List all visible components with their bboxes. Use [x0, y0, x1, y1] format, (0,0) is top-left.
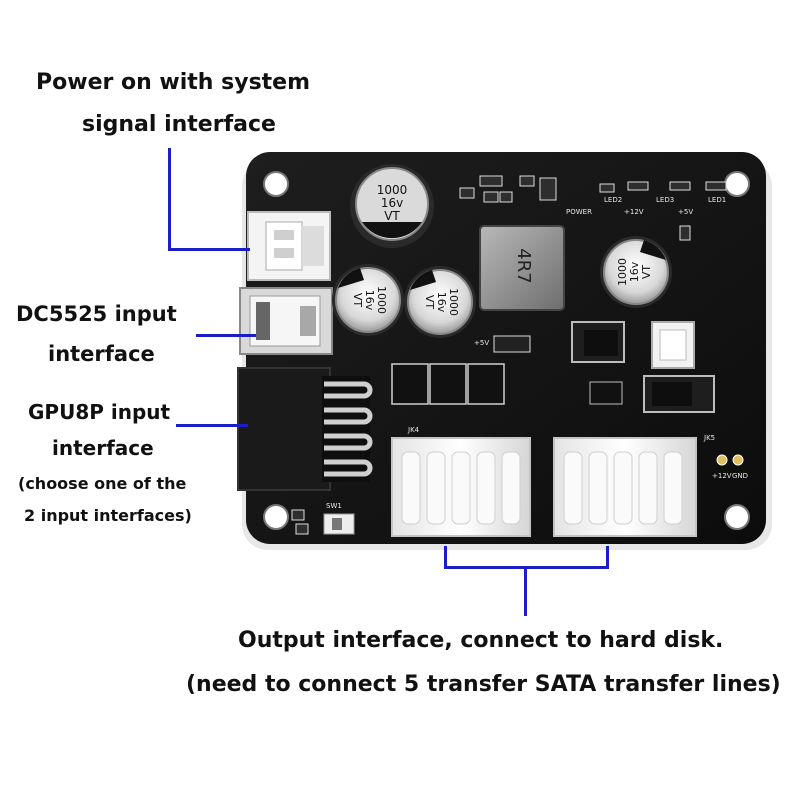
svg-text:SW1: SW1	[326, 502, 342, 510]
output-connector-jk5: JK5	[553, 434, 715, 537]
capacitor-left: 1000 16v VT	[332, 264, 404, 336]
mounting-holes	[263, 171, 750, 530]
capacitor-middle: 1000 16v VT	[404, 266, 476, 338]
leader-dc5525	[196, 334, 256, 337]
svg-text:LED2: LED2	[604, 196, 622, 204]
leader-power-signal-horizontal	[168, 248, 250, 251]
silkscreen-top: POWER +12V +5V LED1 LED2 LED3	[566, 196, 726, 216]
label-output-line2: (need to connect 5 transfer SATA transfe…	[186, 672, 781, 697]
svg-text:VT: VT	[351, 293, 364, 308]
mosfet-ec4	[571, 321, 625, 363]
label-gpu8p-line1: GPU8P input	[28, 400, 171, 424]
signal-connector-jk3	[247, 211, 331, 281]
smd-components-top	[459, 175, 727, 241]
svg-text:LED1: LED1	[708, 196, 726, 204]
svg-text:+12V: +12V	[624, 208, 644, 216]
leader-output-stem	[524, 566, 527, 616]
svg-text:16v: 16v	[363, 290, 376, 311]
svg-text:VT: VT	[384, 209, 400, 223]
svg-text:1000: 1000	[447, 288, 460, 316]
svg-text:+5V: +5V	[678, 208, 693, 216]
output-connector-jk4: JK4	[391, 426, 531, 537]
label-choose-line2: 2 input interfaces)	[24, 506, 192, 525]
svg-text:VT: VT	[423, 295, 436, 310]
capacitor-right: 1000 16v VT	[600, 236, 672, 308]
label-gpu8p-line2: interface	[52, 436, 154, 460]
svg-text:GND: GND	[732, 472, 748, 480]
label-power-signal-line1: Power on with system	[36, 70, 311, 95]
svg-text:+5V: +5V	[474, 339, 489, 347]
svg-text:POWER: POWER	[566, 208, 592, 216]
smd-bottom-left	[291, 509, 309, 535]
ic-q4	[589, 381, 623, 405]
svg-text:16v: 16v	[628, 261, 641, 282]
label-dc5525-line2: interface	[48, 342, 155, 366]
ic-chips-middle	[391, 363, 505, 405]
leader-gpu8p	[176, 424, 248, 427]
mosfet-q2	[643, 375, 715, 413]
inductor: 4R7	[479, 225, 565, 311]
svg-text:VT: VT	[640, 265, 653, 280]
switch-sw1: SW1	[323, 502, 355, 535]
capacitor-ec6: 1000 16v VT	[350, 164, 434, 248]
svg-text:JK5: JK5	[703, 434, 715, 442]
label-choose-line1: (choose one of the	[18, 474, 187, 493]
jumper-5v: +5V	[474, 335, 531, 353]
gpu8p-connector	[237, 367, 373, 491]
label-power-signal-line2: signal interface	[82, 112, 276, 137]
power-pads-12v-gnd: +12V GND	[712, 454, 748, 480]
svg-text:JK4: JK4	[407, 426, 420, 434]
svg-text:4R7: 4R7	[513, 248, 534, 283]
label-output-line1: Output interface, connect to hard disk.	[238, 628, 724, 653]
svg-text:LED3: LED3	[656, 196, 674, 204]
svg-text:16v: 16v	[435, 292, 448, 313]
fan-connector-right	[651, 321, 695, 369]
svg-text:1000: 1000	[375, 286, 388, 314]
svg-text:1000: 1000	[377, 183, 408, 197]
svg-text:16v: 16v	[381, 196, 403, 210]
leader-output-right	[606, 546, 609, 568]
leader-output-left	[444, 546, 447, 568]
leader-power-signal-vertical	[168, 148, 171, 250]
label-dc5525-line1: DC5525 input	[16, 302, 177, 326]
svg-text:1000: 1000	[616, 258, 629, 286]
svg-text:+12V: +12V	[712, 472, 732, 480]
dc-jack	[239, 287, 333, 355]
